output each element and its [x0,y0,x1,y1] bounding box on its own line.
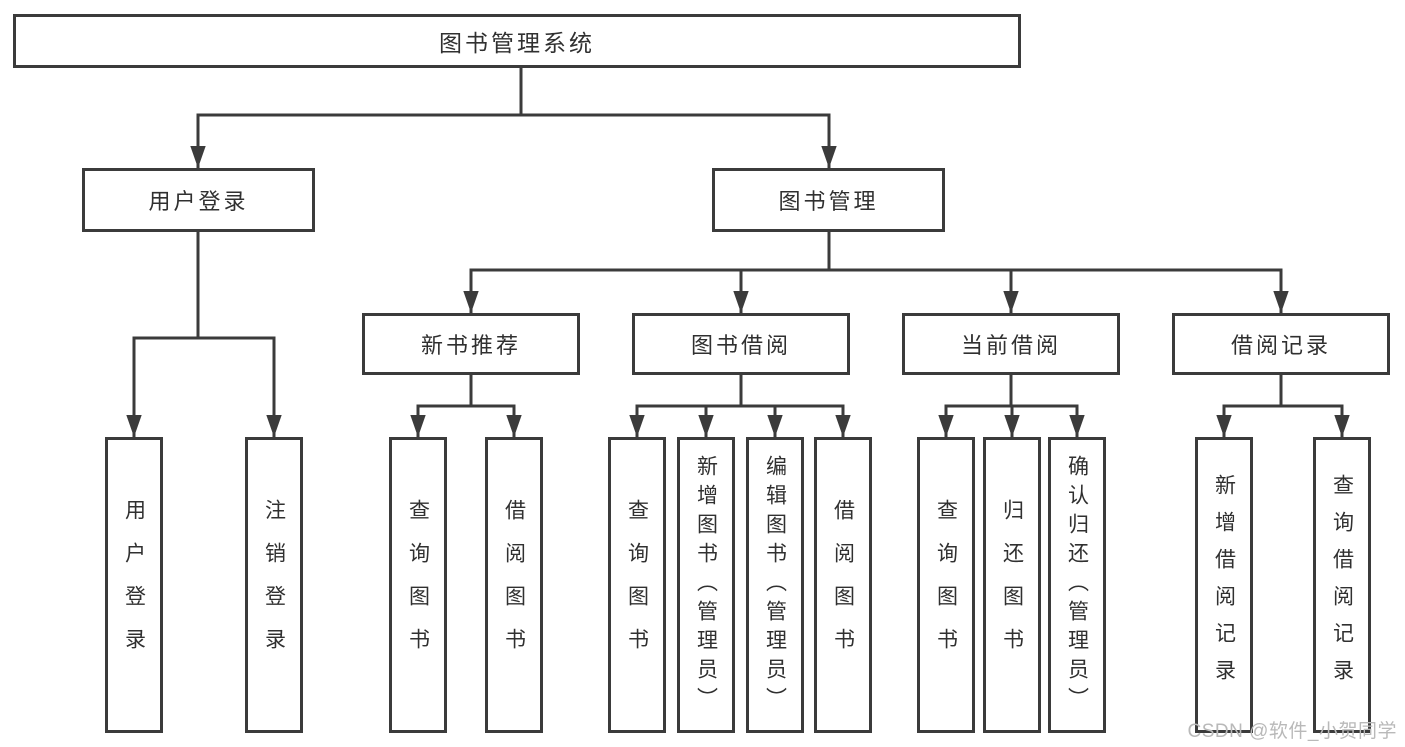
leaf-confirm-return-admin: 确认归还（管理员） [1048,437,1106,733]
node-borrowing-records: 借阅记录 [1172,313,1390,375]
leaf-edit-book-admin: 编辑图书（管理员） [746,437,804,733]
leaf-label: 查询图书 [625,499,649,671]
node-book-borrowing: 图书借阅 [632,313,850,375]
node-current-borrowing: 当前借阅 [902,313,1120,375]
leaf-label: 编辑图书（管理员） [763,454,787,716]
node-book-management: 图书管理 [712,168,945,232]
leaf-label: 注销登录 [262,499,286,671]
leaf-label: 查询图书 [934,499,958,671]
leaf-add-borrow-record: 新增借阅记录 [1195,437,1253,733]
leaf-query-borrow-record: 查询借阅记录 [1313,437,1371,733]
node-user-login: 用户登录 [82,168,315,232]
leaf-label: 新增借阅记录 [1212,474,1236,696]
leaf-label: 确认归还（管理员） [1065,454,1089,716]
node-new-book-recommendation: 新书推荐 [362,313,580,375]
leaf-label: 借阅图书 [502,499,526,671]
leaf-return-books: 归还图书 [983,437,1041,733]
leaf-logout: 注销登录 [245,437,303,733]
leaf-label: 查询图书 [406,499,430,671]
watermark: CSDN @软件_小贺同学 [1187,721,1397,742]
leaf-query-books-recommend: 查询图书 [389,437,447,733]
node-library-system: 图书管理系统 [13,14,1021,68]
leaf-borrow-books: 借阅图书 [814,437,872,733]
leaf-label: 借阅图书 [831,499,855,671]
leaf-label: 归还图书 [1000,499,1024,671]
leaf-label: 查询借阅记录 [1330,474,1354,696]
leaf-query-books-borrow: 查询图书 [608,437,666,733]
leaf-label: 用户登录 [122,499,146,671]
leaf-borrow-books-recommend: 借阅图书 [485,437,543,733]
leaf-add-book-admin: 新增图书（管理员） [677,437,735,733]
leaf-query-books-current: 查询图书 [917,437,975,733]
leaf-label: 新增图书（管理员） [694,454,718,716]
leaf-user-login: 用户登录 [105,437,163,733]
